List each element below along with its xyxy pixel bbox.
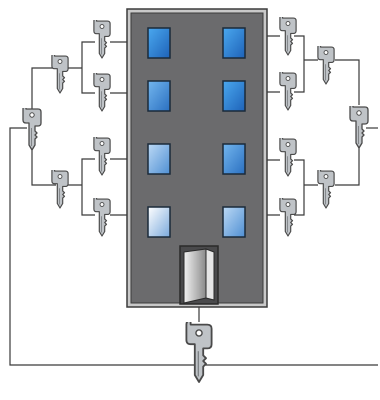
sub-master-key-icon	[51, 55, 69, 94]
left-submaster-bottom-branches	[66, 158, 95, 216]
door-icon	[179, 245, 219, 305]
left-submaster-top-branches	[66, 41, 95, 94]
window-icon	[147, 206, 171, 238]
right-submaster-top-branches	[294, 35, 318, 93]
change-key-icon	[279, 138, 297, 177]
sub-master-key-icon	[317, 46, 335, 85]
window-icon	[147, 27, 171, 59]
grand-master-key-icon	[185, 322, 213, 383]
right-submaster-bottom-branches	[294, 159, 318, 216]
change-key-icon	[93, 198, 111, 237]
window-icon	[147, 80, 171, 112]
left-change-to-building	[110, 41, 128, 216]
window-icon	[222, 143, 246, 175]
change-key-icon	[279, 198, 297, 237]
window-icon	[222, 206, 246, 238]
sub-master-key-icon	[317, 170, 335, 209]
apartment-building-icon	[126, 8, 268, 308]
right-change-to-building	[266, 35, 280, 216]
window-icon	[147, 143, 171, 175]
sub-master-key-icon	[51, 170, 69, 209]
change-key-icon	[279, 72, 297, 111]
left-master-branches	[31, 67, 56, 186]
change-key-icon	[279, 17, 297, 56]
change-key-icon	[93, 137, 111, 176]
window-icon	[222, 80, 246, 112]
master-key-right-icon	[349, 106, 369, 149]
change-key-icon	[93, 73, 111, 112]
change-key-icon	[93, 20, 111, 59]
window-icon	[222, 27, 246, 59]
